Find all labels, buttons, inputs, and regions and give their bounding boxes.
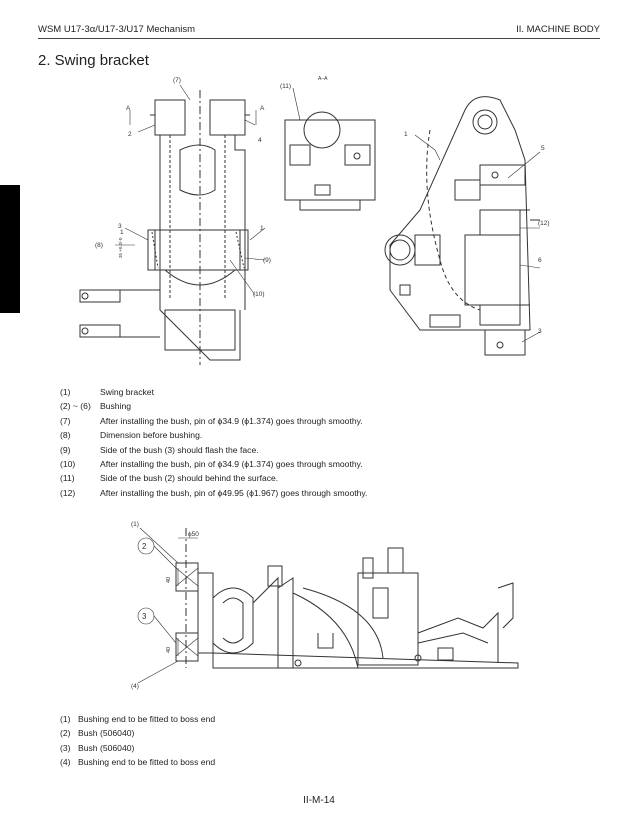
bottom-label-2: 2 <box>142 542 147 551</box>
legend-row: (2)Bush (506040) <box>60 728 135 739</box>
bottom-label-1: (1) <box>131 521 139 528</box>
label-5: 5 <box>541 145 545 152</box>
label-section-a: A–A <box>318 76 328 82</box>
header-chapter: II. MACHINE BODY <box>516 24 600 35</box>
label-8: (8) <box>95 242 103 249</box>
label-6: 6 <box>538 257 542 264</box>
dimension-40-lower: 40 <box>166 647 172 653</box>
legend-row: (1)Swing bracket <box>60 387 154 397</box>
boss-top-left <box>154 99 186 136</box>
bushing-installation-drawing: (1) 2 ϕ50 40 3 40 (4) <box>131 521 519 690</box>
header-manual-title: WSM U17-3α/U17-3/U17 Mechanism <box>38 24 196 35</box>
legend-row: (7)After installing the bush, pin of ϕ34… <box>60 415 363 426</box>
legend-row: (2) ~ (6)Bushing <box>60 401 132 412</box>
bottom-label-3: 3 <box>142 612 147 621</box>
label-1-front: 1 <box>260 225 264 232</box>
boss-top-right <box>209 99 246 136</box>
legend-row: (10)After installing the bush, pin of ϕ3… <box>60 459 363 470</box>
legend-row: (11)Side of the bush (2) should behind t… <box>60 473 279 484</box>
bottom-label-4: (4) <box>131 683 139 690</box>
swing-bracket-drawing: (7) (11) A–A A A 2 4 1 5 3 1 (8) (9) (10… <box>79 76 550 365</box>
swing-bracket-legend: (1)Swing bracket (2) ~ (6)Bushing (7)Aft… <box>60 385 367 500</box>
label-4: 4 <box>258 137 262 144</box>
page-header: WSM U17-3α/U17-3/U17 Mechanism II. MACHI… <box>38 22 600 39</box>
label-3-side: 3 <box>538 328 542 335</box>
label-7: (7) <box>173 77 181 84</box>
bushing-legend: (1)Bushing end to be fitted to boss end … <box>60 712 215 770</box>
label-a-left: A <box>126 105 131 112</box>
label-12: (12) <box>538 220 550 227</box>
label-10: (10) <box>253 291 265 298</box>
label-a-right: A <box>260 105 265 112</box>
legend-row: (9)Side of the bush (3) should flash the… <box>60 444 259 455</box>
legend-row: (12)After installing the bush, pin of ϕ4… <box>60 487 368 498</box>
label-2: 2 <box>128 131 132 138</box>
legend-row: (3)Bush (506040) <box>60 742 135 753</box>
chapter-tab-marker <box>0 185 20 313</box>
label-1-alt: 1 <box>120 229 124 236</box>
legend-row: (8)Dimension before bushing. <box>60 430 203 441</box>
dimension-35: 35 +0.2/-0 <box>118 237 123 258</box>
section-title: 2. Swing bracket <box>38 52 149 69</box>
legend-row: (4)Bushing end to be fitted to boss end <box>60 757 216 768</box>
legend-row: (1)Bushing end to be fitted to boss end <box>60 714 216 724</box>
label-3: 3 <box>118 223 122 230</box>
page-number: II-M-14 <box>303 795 335 806</box>
label-11: (11) <box>280 83 291 90</box>
dimension-40-upper: 40 <box>166 577 172 583</box>
label-1-side: 1 <box>404 131 408 138</box>
dimension-phi50: ϕ50 <box>188 531 199 538</box>
label-9: (9) <box>263 257 271 264</box>
